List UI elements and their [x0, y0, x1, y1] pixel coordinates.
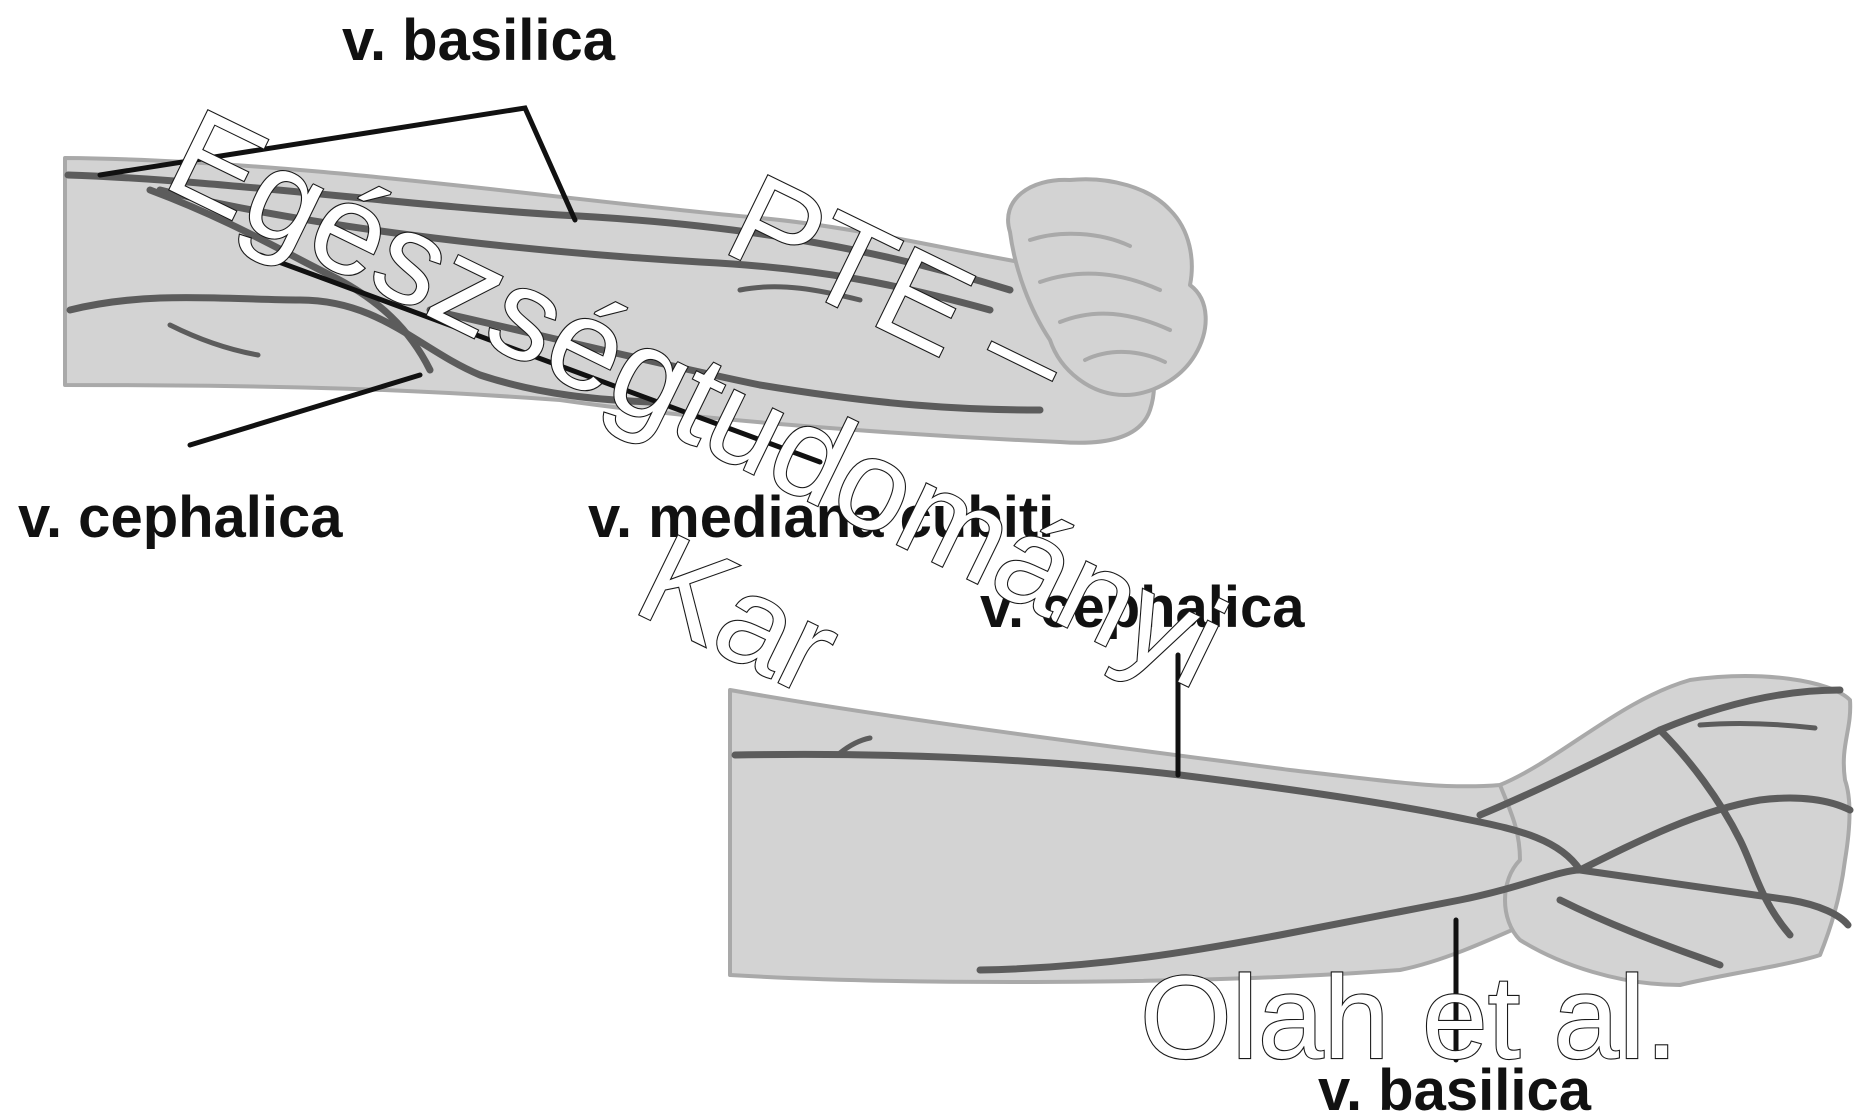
watermark-credit: Olah et al.	[1140, 952, 1678, 1084]
label-upper-cephalica: v. cephalica	[18, 485, 343, 550]
label-upper-basilica: v. basilica	[342, 8, 616, 73]
lower-arm-illustration	[730, 676, 1850, 985]
lower-forearm-skin	[730, 690, 1580, 982]
